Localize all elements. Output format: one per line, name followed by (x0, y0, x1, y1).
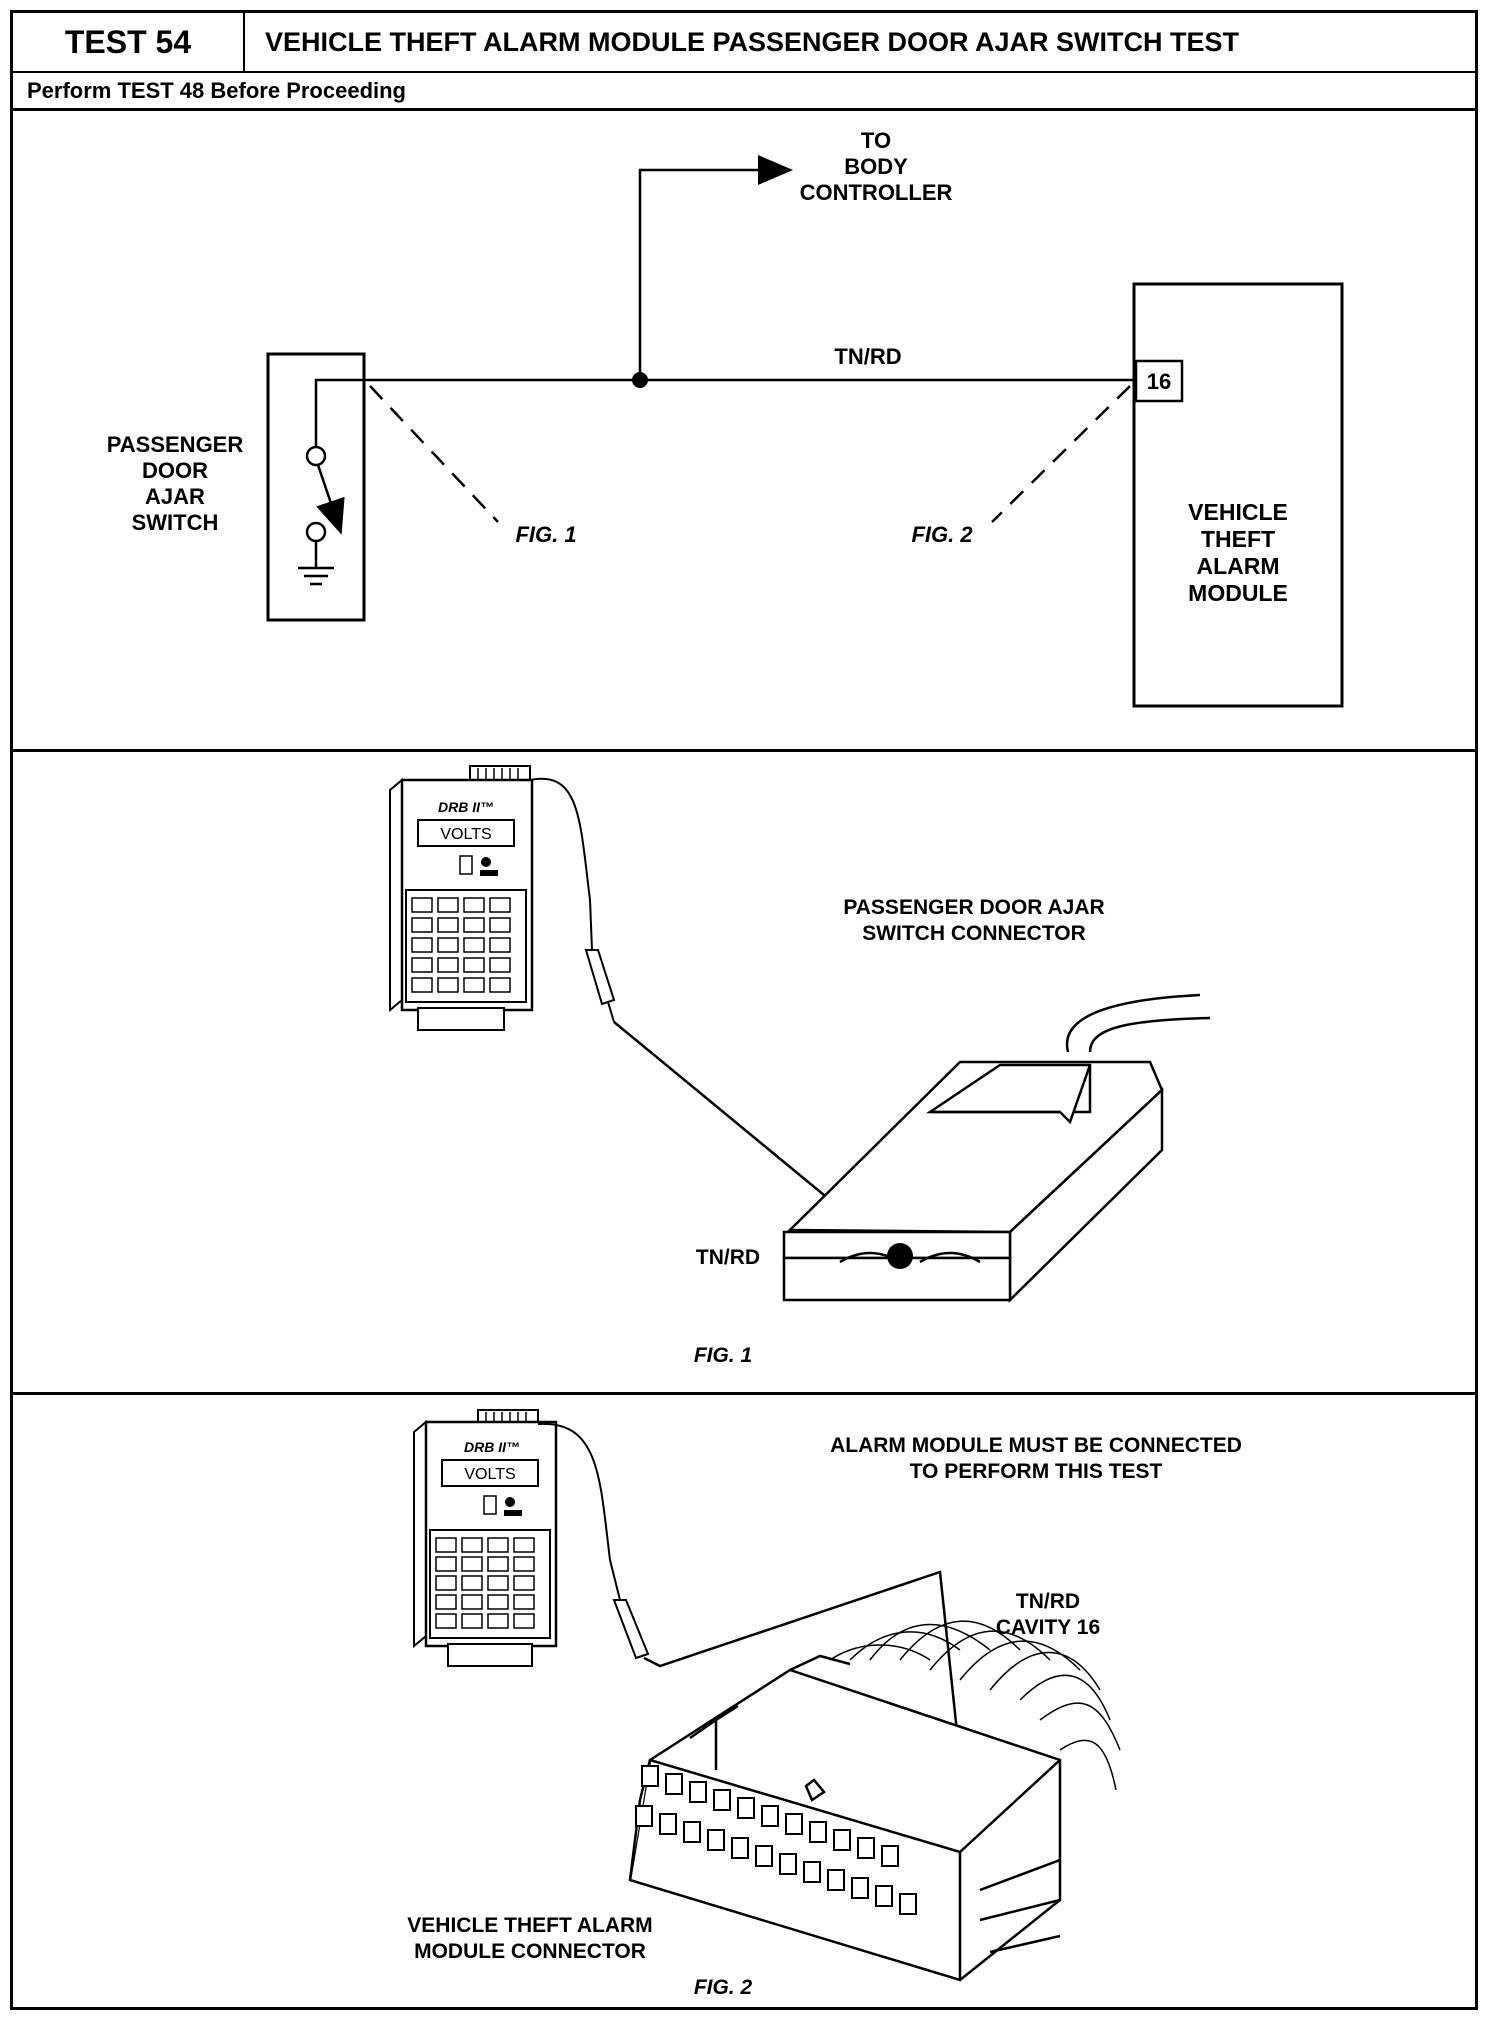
fig2-connector-label-line1: VEHICLE THEFT ALARM (407, 1914, 652, 1937)
fig2-probe-cable (537, 1422, 621, 1601)
fig1-connector-label-line2: SWITCH CONNECTOR (862, 922, 1086, 945)
fig1-tester-brand: DRB II™ (438, 799, 494, 815)
switch-contact-bottom (305, 521, 327, 543)
fig1-leader (369, 385, 499, 523)
fig2-wire-label-line1: TN/RD (1016, 1590, 1080, 1613)
fig2-module-connector (628, 1654, 1062, 1982)
module-label-line1: VEHICLE (1188, 499, 1288, 525)
module-label: VEHICLE THEFT ALARM MODULE (1188, 499, 1288, 606)
fig2-connector-cavities (635, 1765, 917, 1915)
fig1-switch-connector (782, 993, 1211, 1303)
fig2-panel: DRB II™ VOLTS ALARM MODULE MUST BE CONNE… (407, 1409, 1242, 1999)
to-label-line2: BODY (844, 154, 908, 179)
fig2-test-lead (643, 1570, 962, 1761)
module-box (1132, 282, 1344, 708)
switch-label-line3: AJAR (145, 484, 205, 509)
fig1-reference: FIG. 1 (515, 522, 576, 547)
test-number: TEST 54 (13, 13, 245, 71)
fig2-caption: FIG. 2 (694, 1976, 753, 1999)
switch-blade (316, 464, 345, 535)
fig2-leader (991, 385, 1131, 523)
switch-label-line2: DOOR (142, 458, 208, 483)
switch-label-line4: SWITCH (132, 510, 219, 535)
module-label-line3: ALARM (1196, 553, 1279, 579)
fig1-caption: FIG. 1 (694, 1344, 752, 1367)
schematic-panel: TO BODY CONTROLLER TN/RD PASSENGER DOOR … (107, 128, 1344, 708)
fig2-connector-label-line2: MODULE CONNECTOR (414, 1940, 646, 1963)
splice-dot (632, 372, 648, 388)
fig2-wire-harness (829, 1620, 1121, 1791)
fig1-connector-label-line1: PASSENGER DOOR AJAR (843, 896, 1104, 919)
test-title: VEHICLE THEFT ALARM MODULE PASSENGER DOO… (265, 26, 1240, 57)
fig2-wire-label-line2: CAVITY 16 (996, 1616, 1100, 1639)
to-label-line1: TO (861, 128, 891, 153)
precondition-note: Perform TEST 48 Before Proceeding (13, 73, 1475, 111)
fig2-tester-brand: DRB II™ (464, 1439, 520, 1455)
fig2-tester: DRB II™ VOLTS (413, 1409, 558, 1667)
fig1-tester-display: VOLTS (440, 826, 491, 843)
fig1-panel: DRB II™ VOLTS PASSENGER DOOR AJAR SWITCH… (389, 765, 1211, 1367)
fig1-tester: DRB II™ VOLTS (389, 765, 534, 1031)
tn-rd-wire (314, 378, 1134, 447)
fig2-probe (612, 1599, 650, 1660)
fig1-probe (584, 949, 616, 1006)
fig2-note-line1: ALARM MODULE MUST BE CONNECTED (830, 1434, 1242, 1457)
fig2-note-line2: TO PERFORM THIS TEST (910, 1460, 1163, 1483)
header-row: TEST 54 VEHICLE THEFT ALARM MODULE PASSE… (13, 13, 1475, 73)
fig2-tester-display: VOLTS (464, 1466, 515, 1483)
fig1-test-point (887, 1243, 913, 1269)
module-label-line2: THEFT (1201, 526, 1275, 552)
switch-contact-top (305, 445, 327, 467)
pin-box (1134, 359, 1184, 403)
to-label-line3: CONTROLLER (800, 180, 953, 205)
fig2-reference: FIG. 2 (911, 522, 973, 547)
pin-number: 16 (1147, 369, 1171, 394)
panel-divider-1 (13, 749, 1475, 752)
switch-label-line1: PASSENGER (107, 432, 244, 457)
page-frame: TEST 54 VEHICLE THEFT ALARM MODULE PASSE… (10, 10, 1478, 2010)
fig1-probe-cable (529, 777, 593, 951)
body-controller-branch (638, 155, 793, 380)
switch-box (266, 352, 366, 622)
fig2-tester-keypad (435, 1537, 535, 1629)
fig1-probe-tip (607, 1001, 615, 1023)
switch-label: PASSENGER DOOR AJAR SWITCH (107, 432, 244, 535)
panel-divider-2 (13, 1392, 1475, 1395)
fig1-wire-label: TN/RD (696, 1246, 760, 1269)
module-label-line4: MODULE (1188, 580, 1288, 606)
fig1-tester-keypad (411, 897, 511, 993)
wire-label: TN/RD (834, 344, 901, 369)
